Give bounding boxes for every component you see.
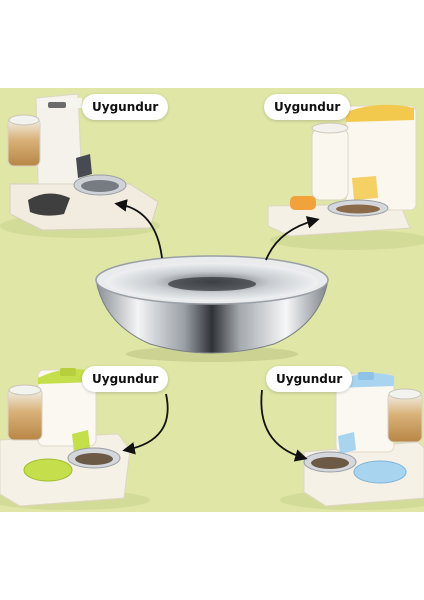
feeder-top-left (0, 93, 160, 238)
label-bottom-right: Uygundur (266, 366, 353, 392)
arrow-top-right (265, 216, 320, 261)
label-bottom-left: Uygundur (82, 366, 169, 392)
arrow-bottom-left (122, 393, 169, 455)
feeder-bottom-right (280, 372, 424, 510)
label-top-right: Uygundur (264, 94, 351, 120)
product-scene (0, 93, 424, 510)
product-image-panel: Uygundur Uygundur Uygundur Uygundur (0, 88, 424, 512)
feeder-top-right (267, 104, 424, 250)
arrow-bottom-right (260, 389, 308, 462)
feeder-bottom-left (0, 368, 150, 510)
label-top-left: Uygundur (82, 94, 169, 120)
arrow-top-left (114, 199, 163, 259)
steel-bowl-image (95, 255, 329, 362)
